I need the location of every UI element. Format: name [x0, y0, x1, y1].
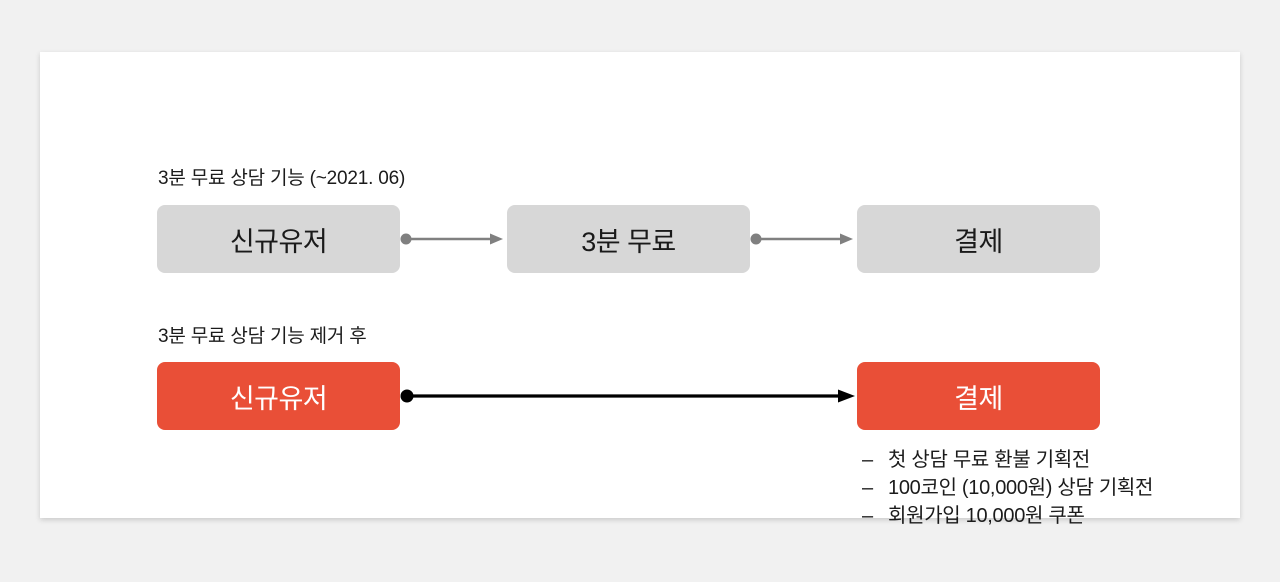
arrow-head-icon: [490, 233, 503, 245]
connector-row2-new-user-to-payment: [400, 389, 855, 403]
node-row1-payment[interactable]: 결제: [857, 205, 1100, 273]
row2-caption: 3분 무료 상담 기능 제거 후: [158, 326, 367, 347]
arrow-head-icon: [840, 233, 853, 245]
connector-row1-new-user-to-free-3min: [400, 233, 503, 245]
list-item: – 100코인 (10,000원) 상담 기획전: [862, 471, 1153, 499]
connector-start-dot-icon: [750, 233, 762, 245]
row1-caption: 3분 무료 상담 기능 (~2021. 06): [158, 168, 406, 189]
list-item-label: 회원가입 10,000원 쿠폰: [888, 505, 1085, 527]
connector-start-dot-icon: [400, 233, 412, 245]
bullet-dash-icon: –: [862, 477, 873, 499]
node-row1-free-3min[interactable]: 3분 무료: [507, 205, 750, 273]
bullet-dash-icon: –: [862, 505, 873, 527]
node-row1-new-user[interactable]: 신규유저: [157, 205, 400, 273]
list-item: – 회원가입 10,000원 쿠폰: [862, 499, 1153, 527]
connector-row1-free-3min-to-payment: [750, 233, 853, 245]
node-row2-payment[interactable]: 결제: [857, 362, 1100, 430]
notes-list: – 첫 상담 무료 환불 기획전 – 100코인 (10,000원) 상담 기획…: [862, 443, 1153, 527]
connector-start-dot-icon: [400, 389, 414, 403]
diagram-card: 3분 무료 상담 기능 (~2021. 06) 신규유저 3분 무료 결제 3분…: [40, 52, 1240, 527]
list-item-label: 첫 상담 무료 환불 기획전: [888, 449, 1091, 471]
list-item-label: 100코인 (10,000원) 상담 기획전: [888, 477, 1154, 499]
bullet-dash-icon: –: [862, 449, 873, 471]
node-row2-new-user[interactable]: 신규유저: [157, 362, 400, 430]
arrow-head-icon: [838, 389, 855, 403]
list-item: – 첫 상담 무료 환불 기획전: [862, 443, 1153, 471]
